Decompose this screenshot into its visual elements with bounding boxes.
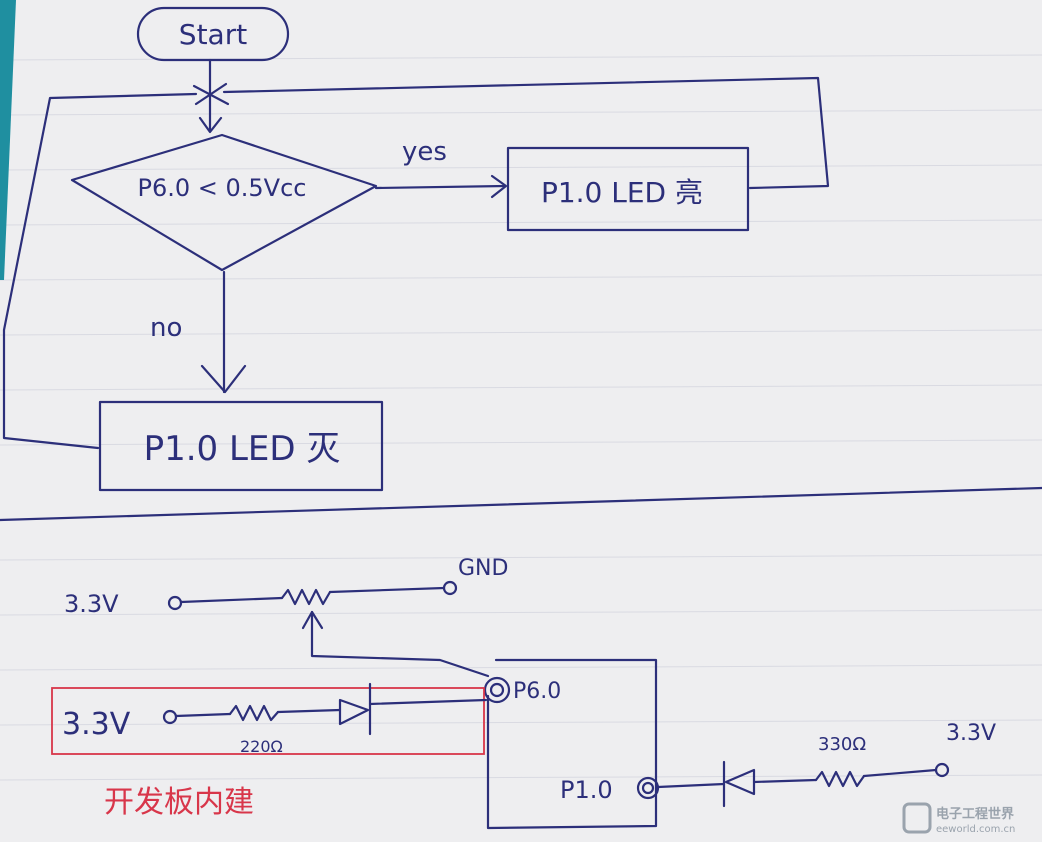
p10-supply-terminal — [934, 762, 950, 778]
junction-mark-b — [194, 82, 228, 106]
gnd-label: GND — [458, 556, 508, 581]
section-divider — [0, 486, 1042, 522]
builtin-diode-body — [338, 698, 370, 726]
gnd-terminal — [442, 580, 458, 596]
pot-wire-left — [179, 596, 284, 604]
p10-diode-body — [724, 768, 756, 796]
no-box — [98, 400, 384, 492]
potentiometer-resistor — [280, 588, 332, 606]
p10-wire-right — [862, 768, 938, 778]
builtin-resistor-label: 220Ω — [240, 737, 283, 756]
builtin-wire-right — [368, 698, 488, 706]
no-box-label: P1.0 LED 灭 — [144, 429, 341, 469]
yes-label: yes — [402, 137, 447, 167]
p10-pin-inner — [641, 781, 655, 795]
watermark-title: 电子工程世界 — [936, 806, 1014, 822]
pot-supply-label: 3.3V — [64, 590, 119, 618]
pot-wire-right — [328, 586, 446, 594]
builtin-resistor — [228, 704, 280, 722]
yes-box-label: P1.0 LED 亮 — [541, 176, 703, 209]
start-terminator — [136, 6, 290, 62]
start-arrow-head — [198, 116, 223, 134]
p60-label: P6.0 — [513, 679, 561, 704]
p10-wire — [656, 782, 726, 789]
p10-label: P1.0 — [560, 776, 613, 804]
no-arrow-head — [200, 364, 247, 394]
no-loop-line — [2, 92, 198, 450]
yes-arrow-line — [374, 184, 507, 190]
yes-arrow-head — [490, 174, 508, 199]
decision-label: P6.0 < 0.5Vcc — [138, 174, 307, 202]
yes-loop-line — [222, 76, 830, 190]
yes-box — [506, 146, 750, 232]
board-note-label: 开发板内建 — [104, 785, 254, 820]
p10-wire-mid — [752, 778, 818, 784]
watermark: 电子工程世界 eeworld.com.cn — [902, 802, 1015, 835]
p60-pin-inner — [489, 682, 505, 698]
builtin-supply-terminal — [162, 709, 178, 725]
builtin-circuit-frame — [51, 687, 485, 755]
watermark-logo — [902, 802, 932, 834]
watermark-url: eeworld.com.cn — [936, 824, 1015, 835]
builtin-wire-mid — [276, 708, 342, 714]
p10-resistor — [814, 770, 866, 788]
builtin-wire-left — [174, 712, 232, 718]
no-label: no — [150, 313, 182, 343]
wiper-arrow-head — [301, 610, 324, 630]
wiper-line — [310, 610, 490, 678]
decision-diamond — [70, 133, 378, 272]
p10-supply-label: 3.3V — [946, 721, 996, 746]
p10-resistor-label: 330Ω — [818, 734, 866, 755]
notebook-edge — [0, 0, 16, 280]
board-outline — [486, 658, 658, 830]
builtin-supply-label: 3.3V — [62, 707, 131, 742]
pot-supply-terminal — [167, 595, 183, 611]
ruled-lines — [0, 54, 1042, 781]
p60-pin-outer — [483, 676, 511, 704]
start-label: Start — [179, 18, 247, 51]
